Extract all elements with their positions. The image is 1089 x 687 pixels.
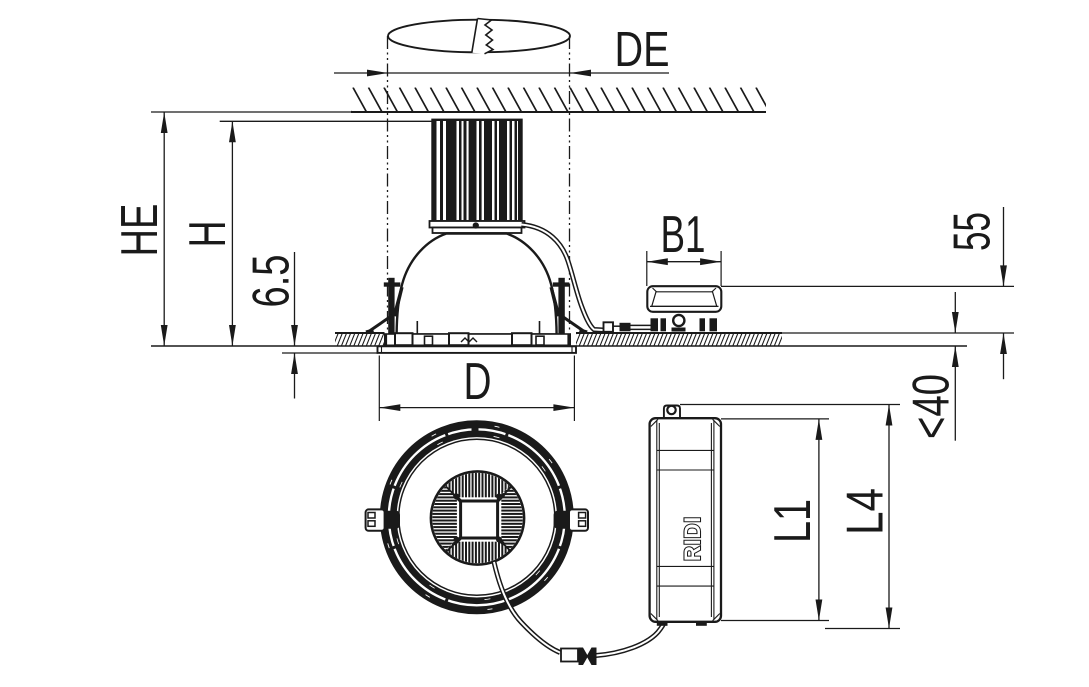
svg-text:DE: DE: [615, 23, 670, 77]
svg-text:HE: HE: [111, 204, 169, 257]
svg-text:<40: <40: [903, 374, 961, 439]
svg-text:L1: L1: [764, 499, 822, 543]
svg-text:B1: B1: [661, 206, 706, 264]
svg-text:55: 55: [944, 212, 1002, 251]
svg-text:RIDI: RIDI: [680, 516, 705, 561]
svg-text:L4: L4: [837, 488, 895, 535]
svg-text:6.5: 6.5: [243, 255, 301, 308]
svg-text:D: D: [464, 353, 492, 411]
svg-text:H: H: [179, 221, 237, 248]
